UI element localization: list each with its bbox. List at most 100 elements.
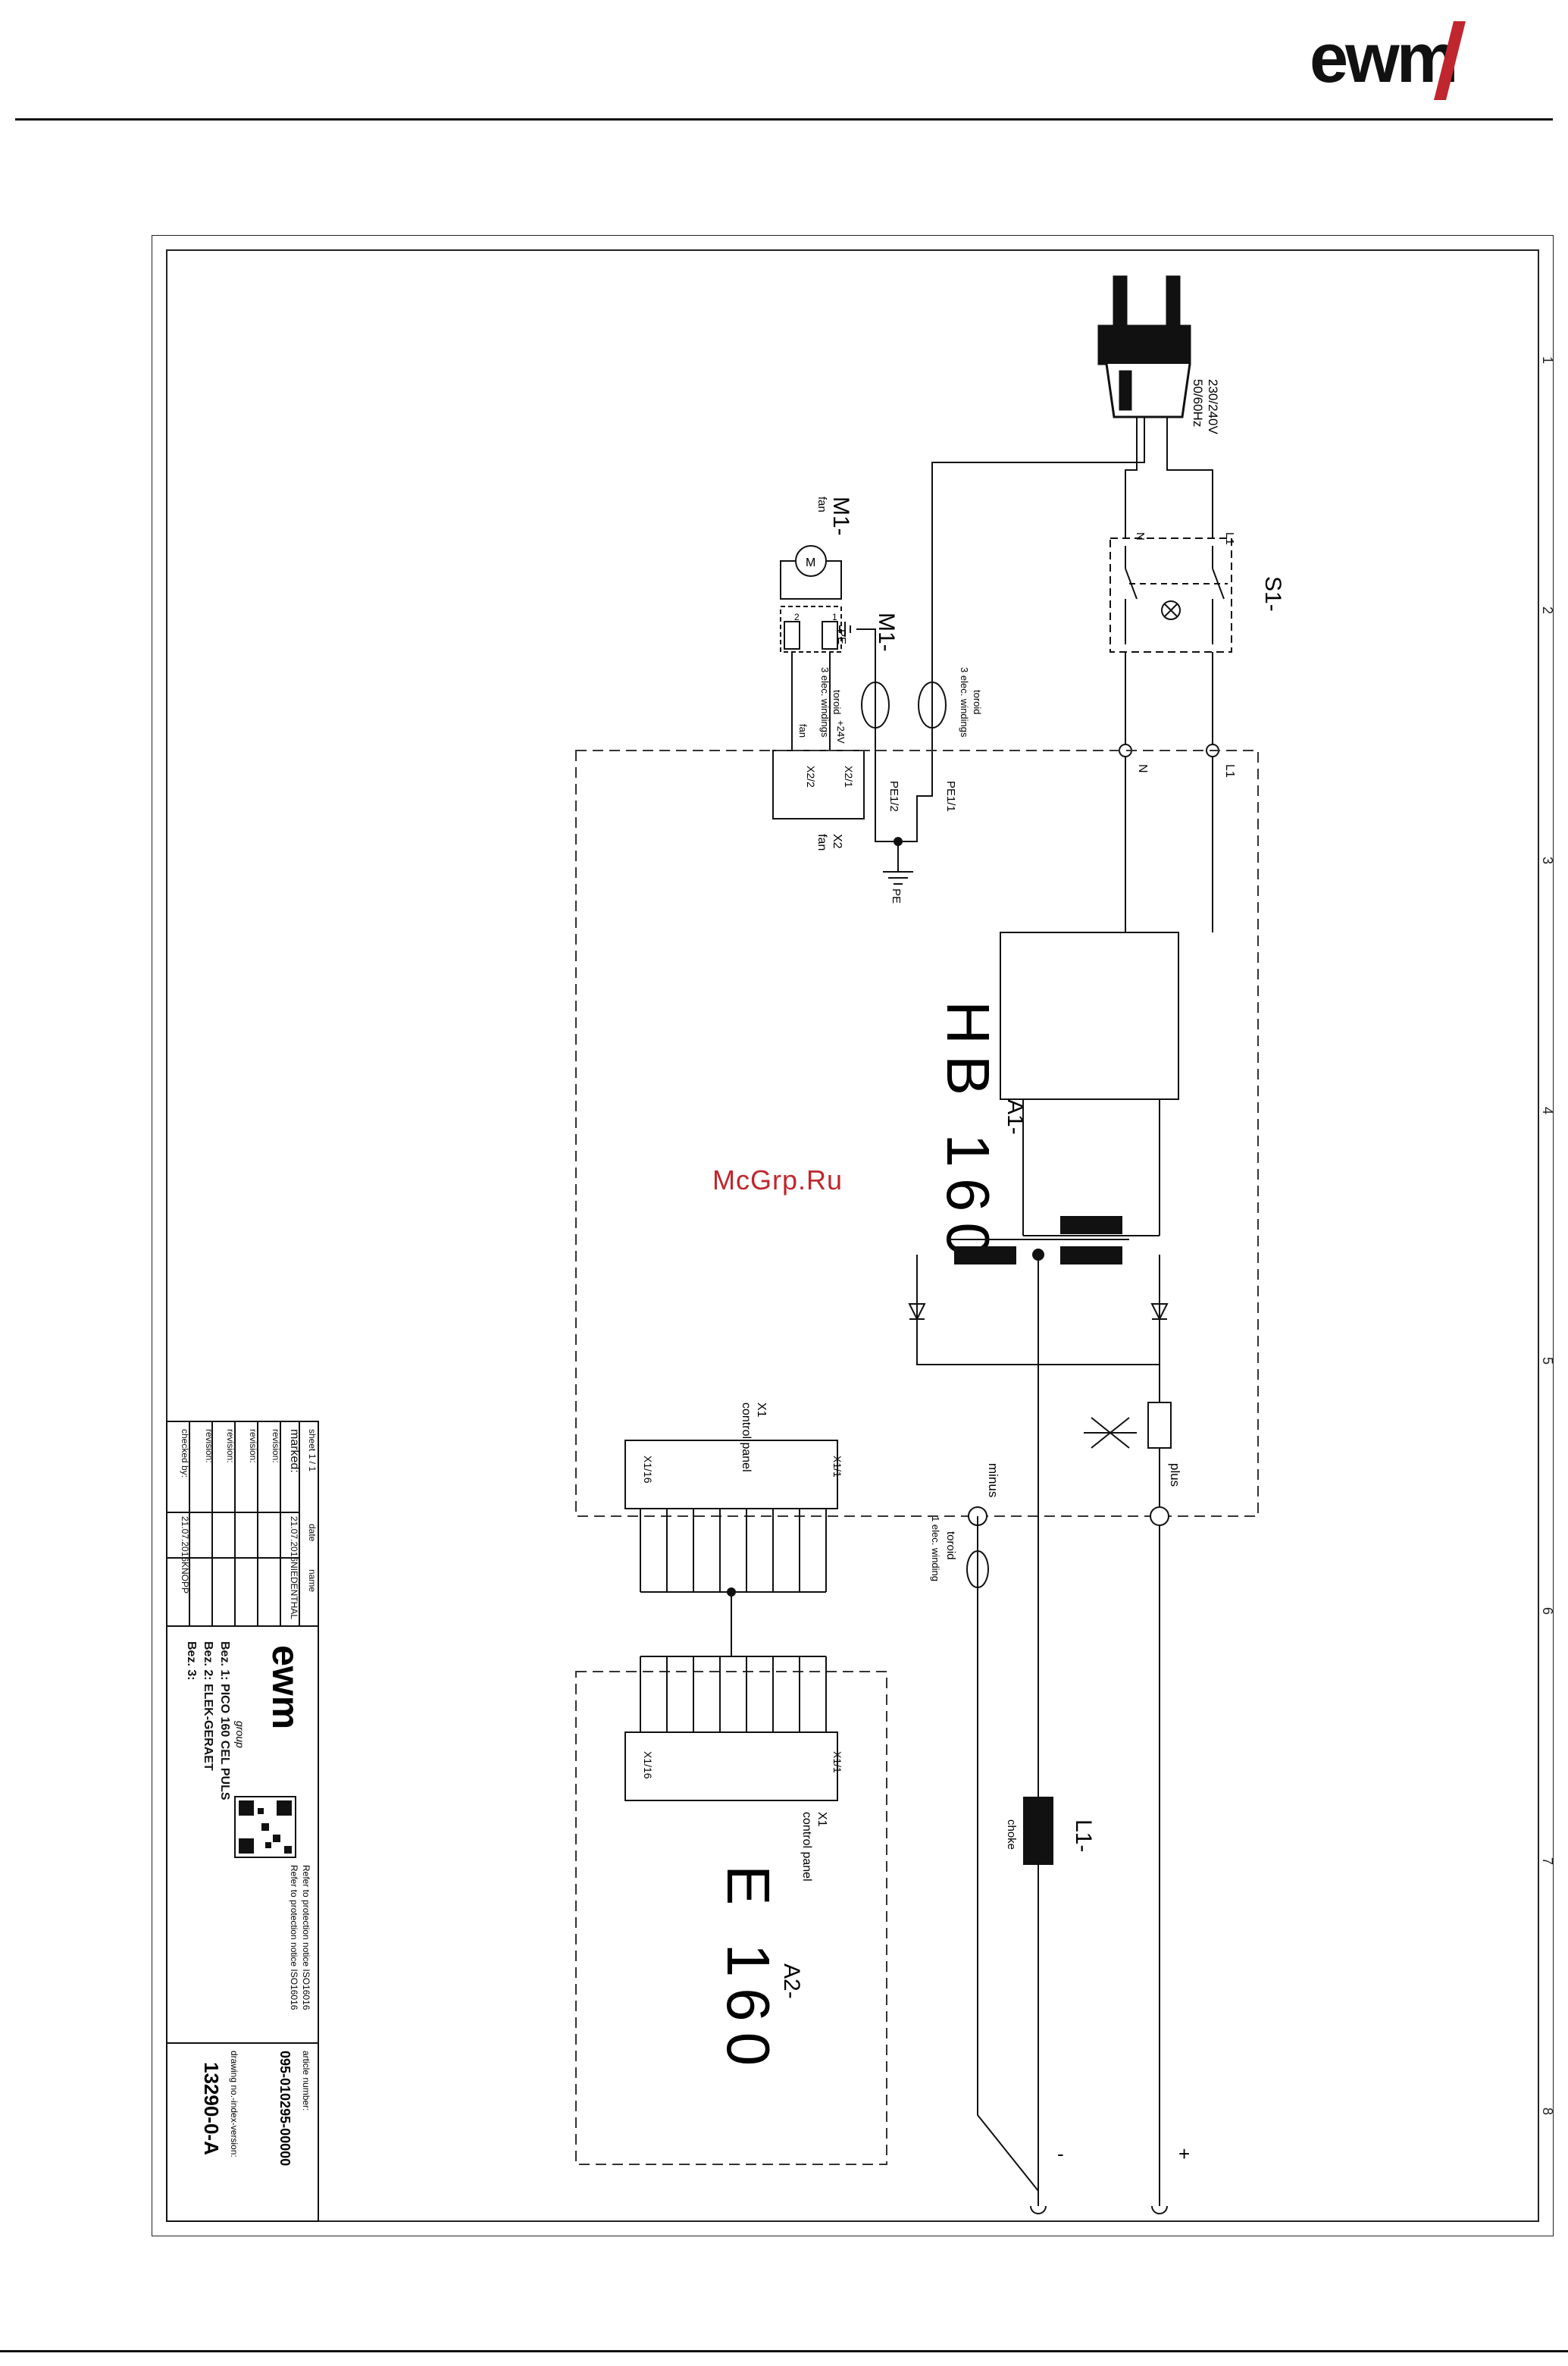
tb-revision-2: revision: [248,1429,258,1463]
tb-sheet: sheet 1 / 1 [307,1429,318,1471]
toroid-2-a: toroid [831,690,843,715]
switch-pole-n: N [1134,532,1147,541]
footer-rule [0,2350,1568,2352]
drawing-frame [166,249,1539,2222]
fan-pin-1: 1 [832,612,837,622]
fan-connector-id: M1- [874,613,899,652]
tb-brand-sub: group [234,1721,246,1748]
tb-col-date: date [307,1524,318,1542]
x1-a1-desc: control panel [740,1402,753,1472]
a1-input-l1: L1 [1223,764,1236,778]
output-minus: minus [986,1463,1000,1497]
watermark: McGrp.Ru [712,1164,843,1196]
grid-num-2: 2 [1540,606,1554,614]
a2-block [575,1671,887,2165]
choke-id: L1- [1071,1819,1096,1852]
tb-notice-2: Refer to protection notice ISO16016 [289,1865,299,2010]
pe-ground-label: PE [890,888,903,904]
x1-a2-desc: control panel [800,1812,813,1882]
output-toroid-b: 1 elec. winding [930,1516,941,1581]
x2-sig-1: +24V [835,720,847,744]
x1-a1-last: X1/16 [642,1456,654,1484]
x1-a2-id: X1 [815,1812,828,1827]
grid-numbers: 1 2 3 4 5 6 7 8 [1540,356,1554,2115]
output-toroid-icon [966,1550,989,1588]
grid-num-7: 7 [1540,1857,1554,1865]
toroid-1-a: toroid [972,690,983,715]
l1-n-lines [1119,652,1219,932]
x1-a1 [624,1440,838,1656]
ewm-logo: ewm [1310,20,1466,100]
grid-num-5: 5 [1540,1357,1554,1365]
x1-a2-first: X1/1 [831,1751,843,1773]
grid-num-3: 3 [1540,857,1554,864]
x2-pin-1: X2/1 [843,766,855,788]
grid-num-1: 1 [1540,356,1554,364]
tb-brand: ewm [264,1645,307,1729]
tb-revision-4: revision: [204,1429,214,1463]
transformer-secondary-b-icon [1060,1246,1122,1264]
tb-drawing: 13290-0-A [200,2062,223,2155]
toroid-1-b: 3 elec. windings [959,667,970,738]
transformer-secondary-a-icon [954,1246,1016,1264]
tb-revision-3: revision: [225,1429,236,1463]
grid-num-4: 4 [1540,1107,1554,1114]
qr-code-icon [234,1796,296,1858]
shunt-icon [1147,1402,1172,1449]
x1-a1-id: X1 [755,1402,768,1418]
mains-wires [931,417,1213,614]
mains-frequency: 50/60Hz [1191,379,1205,427]
x2-desc: fan [815,834,828,851]
x1-a1-first: X1/1 [831,1456,843,1478]
switch-id: S1- [1260,576,1285,612]
x2-pin-2: X2/2 [805,766,817,788]
title-block [166,1421,319,2222]
tb-marked: marked: [288,1429,301,1473]
logo-slash-icon [1434,21,1466,100]
terminal-plus: + [1178,2142,1190,2165]
fan-m1 [780,545,842,751]
diode-2-icon [1150,1303,1169,1321]
tb-notice-1: Refer to protection notice ISO16016 [301,1865,311,2010]
tb-revision-1: revision: [271,1429,281,1463]
mains-voltage: 230/240V [1206,379,1220,434]
grid-num-8: 8 [1540,2107,1554,2115]
a1-block [575,750,1259,1517]
x1-a2 [624,1656,838,1801]
pe-wiring [839,614,947,885]
fan-motor-icon [795,545,827,577]
x2-id: X2 [831,834,843,849]
tb-checked-name: KNOPP [180,1562,190,1594]
toroid-2-b: 3 elec. windings [819,667,831,738]
ewm-logo-text: ewm [1310,20,1456,97]
schematic-sheet: 1 2 3 4 5 6 7 8 230/240V 50/60Hz S1- L1 … [152,235,1554,2236]
switch-pole-l1: L1 [1223,532,1236,545]
tb-article: 095-010295-00000 [277,2051,293,2166]
a2-id: A2- [779,1963,804,1999]
fan-desc: fan [815,497,828,512]
title-block-text: sheet 1 / 1 date name marked: 21.07.2016… [180,1429,318,1619]
tb-bez1: Bez. 1: PICO 160 CEL PULS [218,1641,231,1800]
tb-bez: Bez. 1: PICO 160 CEL PULS Bez. 2: ELEK-G… [185,1641,231,1800]
tb-article-label: article number: [301,2051,311,2111]
output-terminals [1030,2191,1168,2214]
output-toroid-a: toroid [944,1531,957,1560]
a1-id: A1- [1003,1099,1028,1135]
a2-name: E 160 [715,1865,782,2076]
tb-checked-date: 21.07.2016 [180,1516,190,1562]
output-plus: plus [1168,1463,1182,1487]
pe1-2: PE1/2 [887,781,900,812]
x1-a2-last: X1/16 [642,1751,654,1779]
switch-s1 [1109,537,1232,653]
tb-drawing-label: drawing no.-index-version: [229,2051,239,2158]
header-rule [15,118,1553,121]
tb-bez2: Bez. 2: ELEK-GERAET [202,1641,214,1771]
transformer-primary-icon [1060,1216,1122,1234]
pe1-1: PE1/1 [944,781,957,812]
fan-motor-symbol: M [806,556,815,569]
tb-marked-date: 21.07.2016 [289,1516,299,1562]
fan-pin-2: 2 [794,612,800,622]
diode-1-icon [908,1303,926,1321]
grid-num-6: 6 [1540,1607,1554,1615]
tb-marked-name: NIEDENTHAL [289,1562,299,1619]
